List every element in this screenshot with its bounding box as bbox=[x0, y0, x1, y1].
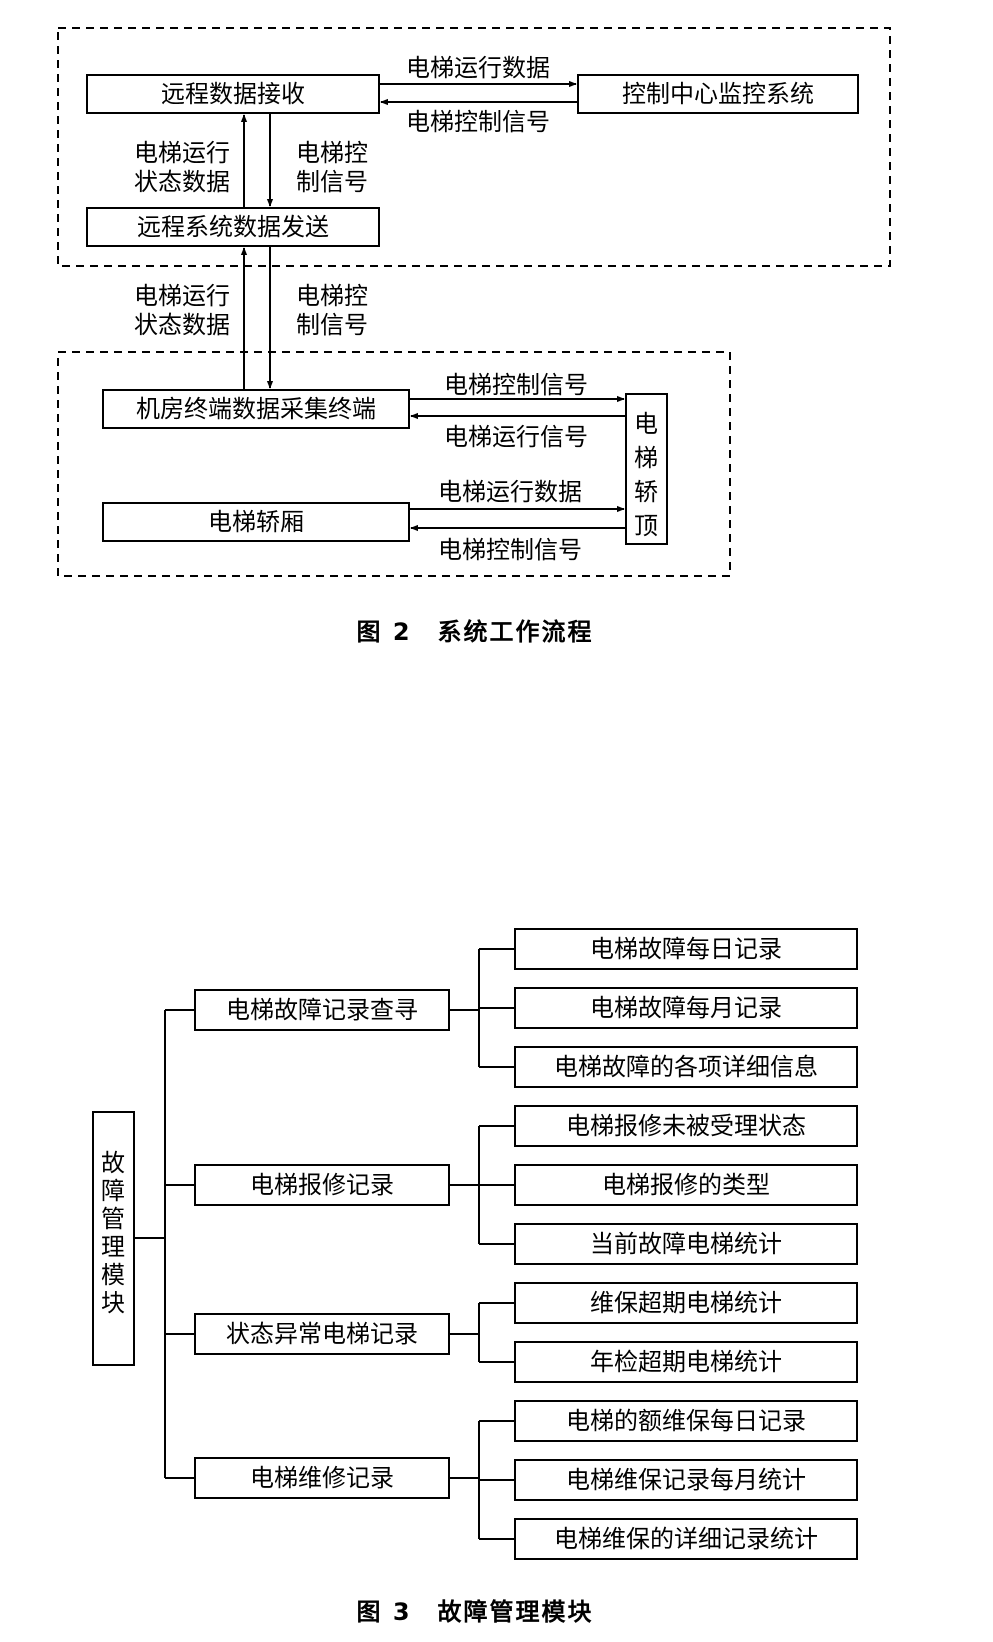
car-label: 电梯轿厢 bbox=[208, 508, 304, 536]
arrow-run-data-label: 电梯运行数据 bbox=[406, 54, 550, 82]
item-box bbox=[514, 1046, 858, 1088]
item-box bbox=[514, 1400, 858, 1442]
top-to-car-label: 电梯控制信号 bbox=[438, 536, 582, 564]
item-label: 电梯的额维保每日记录 bbox=[566, 1407, 806, 1435]
item-label: 电梯故障每日记录 bbox=[590, 935, 782, 963]
item-box bbox=[514, 928, 858, 970]
group-box bbox=[194, 1313, 450, 1355]
state-data-label-2a: 电梯运行 bbox=[134, 282, 230, 310]
ctrl-signal-label-1a: 电梯控 bbox=[296, 139, 368, 167]
item-label: 维保超期电梯统计 bbox=[590, 1289, 782, 1317]
figure-2: 远程数据接收 控制中心监控系统 远程系统数据发送 机房终端数据采集终端 电梯轿厢… bbox=[57, 27, 891, 646]
remote-send-label: 远程系统数据发送 bbox=[137, 213, 329, 241]
item-box bbox=[514, 1164, 858, 1206]
item-label: 年检超期电梯统计 bbox=[590, 1348, 782, 1376]
figure-2-caption: 图 2 系统工作流程 bbox=[356, 618, 593, 646]
item-box bbox=[514, 1518, 858, 1560]
item-box bbox=[514, 1459, 858, 1501]
item-label: 电梯报修未被受理状态 bbox=[566, 1112, 806, 1140]
ctrl-signal-label-2a: 电梯控 bbox=[296, 282, 368, 310]
ctrl-signal-label-2b: 制信号 bbox=[296, 311, 368, 339]
group-label: 状态异常电梯记录 bbox=[226, 1320, 418, 1348]
state-data-label-1a: 电梯运行 bbox=[134, 139, 230, 167]
item-box bbox=[514, 1223, 858, 1265]
item-label: 电梯维保的详细记录统计 bbox=[554, 1525, 818, 1553]
state-data-label-1b: 状态数据 bbox=[134, 168, 230, 196]
car-box bbox=[102, 502, 410, 542]
arrow-control-signal-label: 电梯控制信号 bbox=[406, 108, 550, 136]
root-label-1: 故 bbox=[101, 1149, 125, 1177]
car-top-box bbox=[625, 393, 668, 545]
car-to-top-label: 电梯运行数据 bbox=[438, 478, 582, 506]
remote-system-group bbox=[57, 27, 891, 267]
car-top-label-1: 电 bbox=[634, 410, 658, 438]
control-center-label: 控制中心监控系统 bbox=[622, 80, 814, 108]
root-label-2: 障 bbox=[101, 1177, 125, 1205]
group-box bbox=[194, 989, 450, 1031]
car-top-label-4: 顶 bbox=[634, 512, 658, 540]
control-center-box bbox=[577, 74, 859, 114]
item-box bbox=[514, 1341, 858, 1383]
item-box bbox=[514, 987, 858, 1029]
item-label: 电梯故障每月记录 bbox=[590, 994, 782, 1022]
root-label-3: 管 bbox=[101, 1205, 125, 1233]
item-label: 电梯故障的各项详细信息 bbox=[554, 1053, 818, 1081]
group-label: 电梯报修记录 bbox=[250, 1171, 394, 1199]
remote-receive-label: 远程数据接收 bbox=[161, 80, 305, 108]
item-label: 当前故障电梯统计 bbox=[590, 1230, 782, 1258]
root-label-6: 块 bbox=[101, 1289, 125, 1317]
group-box bbox=[194, 1164, 450, 1206]
group-label: 电梯维修记录 bbox=[250, 1464, 394, 1492]
root-label-5: 模 bbox=[101, 1261, 125, 1289]
root-box bbox=[92, 1111, 135, 1366]
ctrl-signal-label-1b: 制信号 bbox=[296, 168, 368, 196]
room-terminal-box bbox=[102, 389, 410, 429]
root-label-4: 理 bbox=[101, 1233, 125, 1261]
figure-3-caption: 图 3 故障管理模块 bbox=[356, 1598, 593, 1626]
room-terminal-label: 机房终端数据采集终端 bbox=[136, 395, 376, 423]
item-label: 电梯维保记录每月统计 bbox=[566, 1466, 806, 1494]
item-box bbox=[514, 1282, 858, 1324]
top-to-terminal-label: 电梯运行信号 bbox=[444, 423, 588, 451]
group-label: 电梯故障记录查寻 bbox=[226, 996, 418, 1024]
item-label: 电梯报修的类型 bbox=[602, 1171, 770, 1199]
car-top-label-3: 轿 bbox=[634, 478, 658, 506]
item-box bbox=[514, 1105, 858, 1147]
remote-send-box bbox=[86, 207, 380, 247]
car-top-label-2: 梯 bbox=[634, 444, 658, 472]
state-data-label-2b: 状态数据 bbox=[134, 311, 230, 339]
remote-receive-box bbox=[86, 74, 380, 114]
machine-room-group bbox=[57, 351, 731, 577]
terminal-to-top-label: 电梯控制信号 bbox=[444, 371, 588, 399]
figure-3: 故 障 管 理 模 块 电梯故障记录查寻 电梯故障每日记录 电梯故障每月记录 电… bbox=[92, 928, 858, 1626]
